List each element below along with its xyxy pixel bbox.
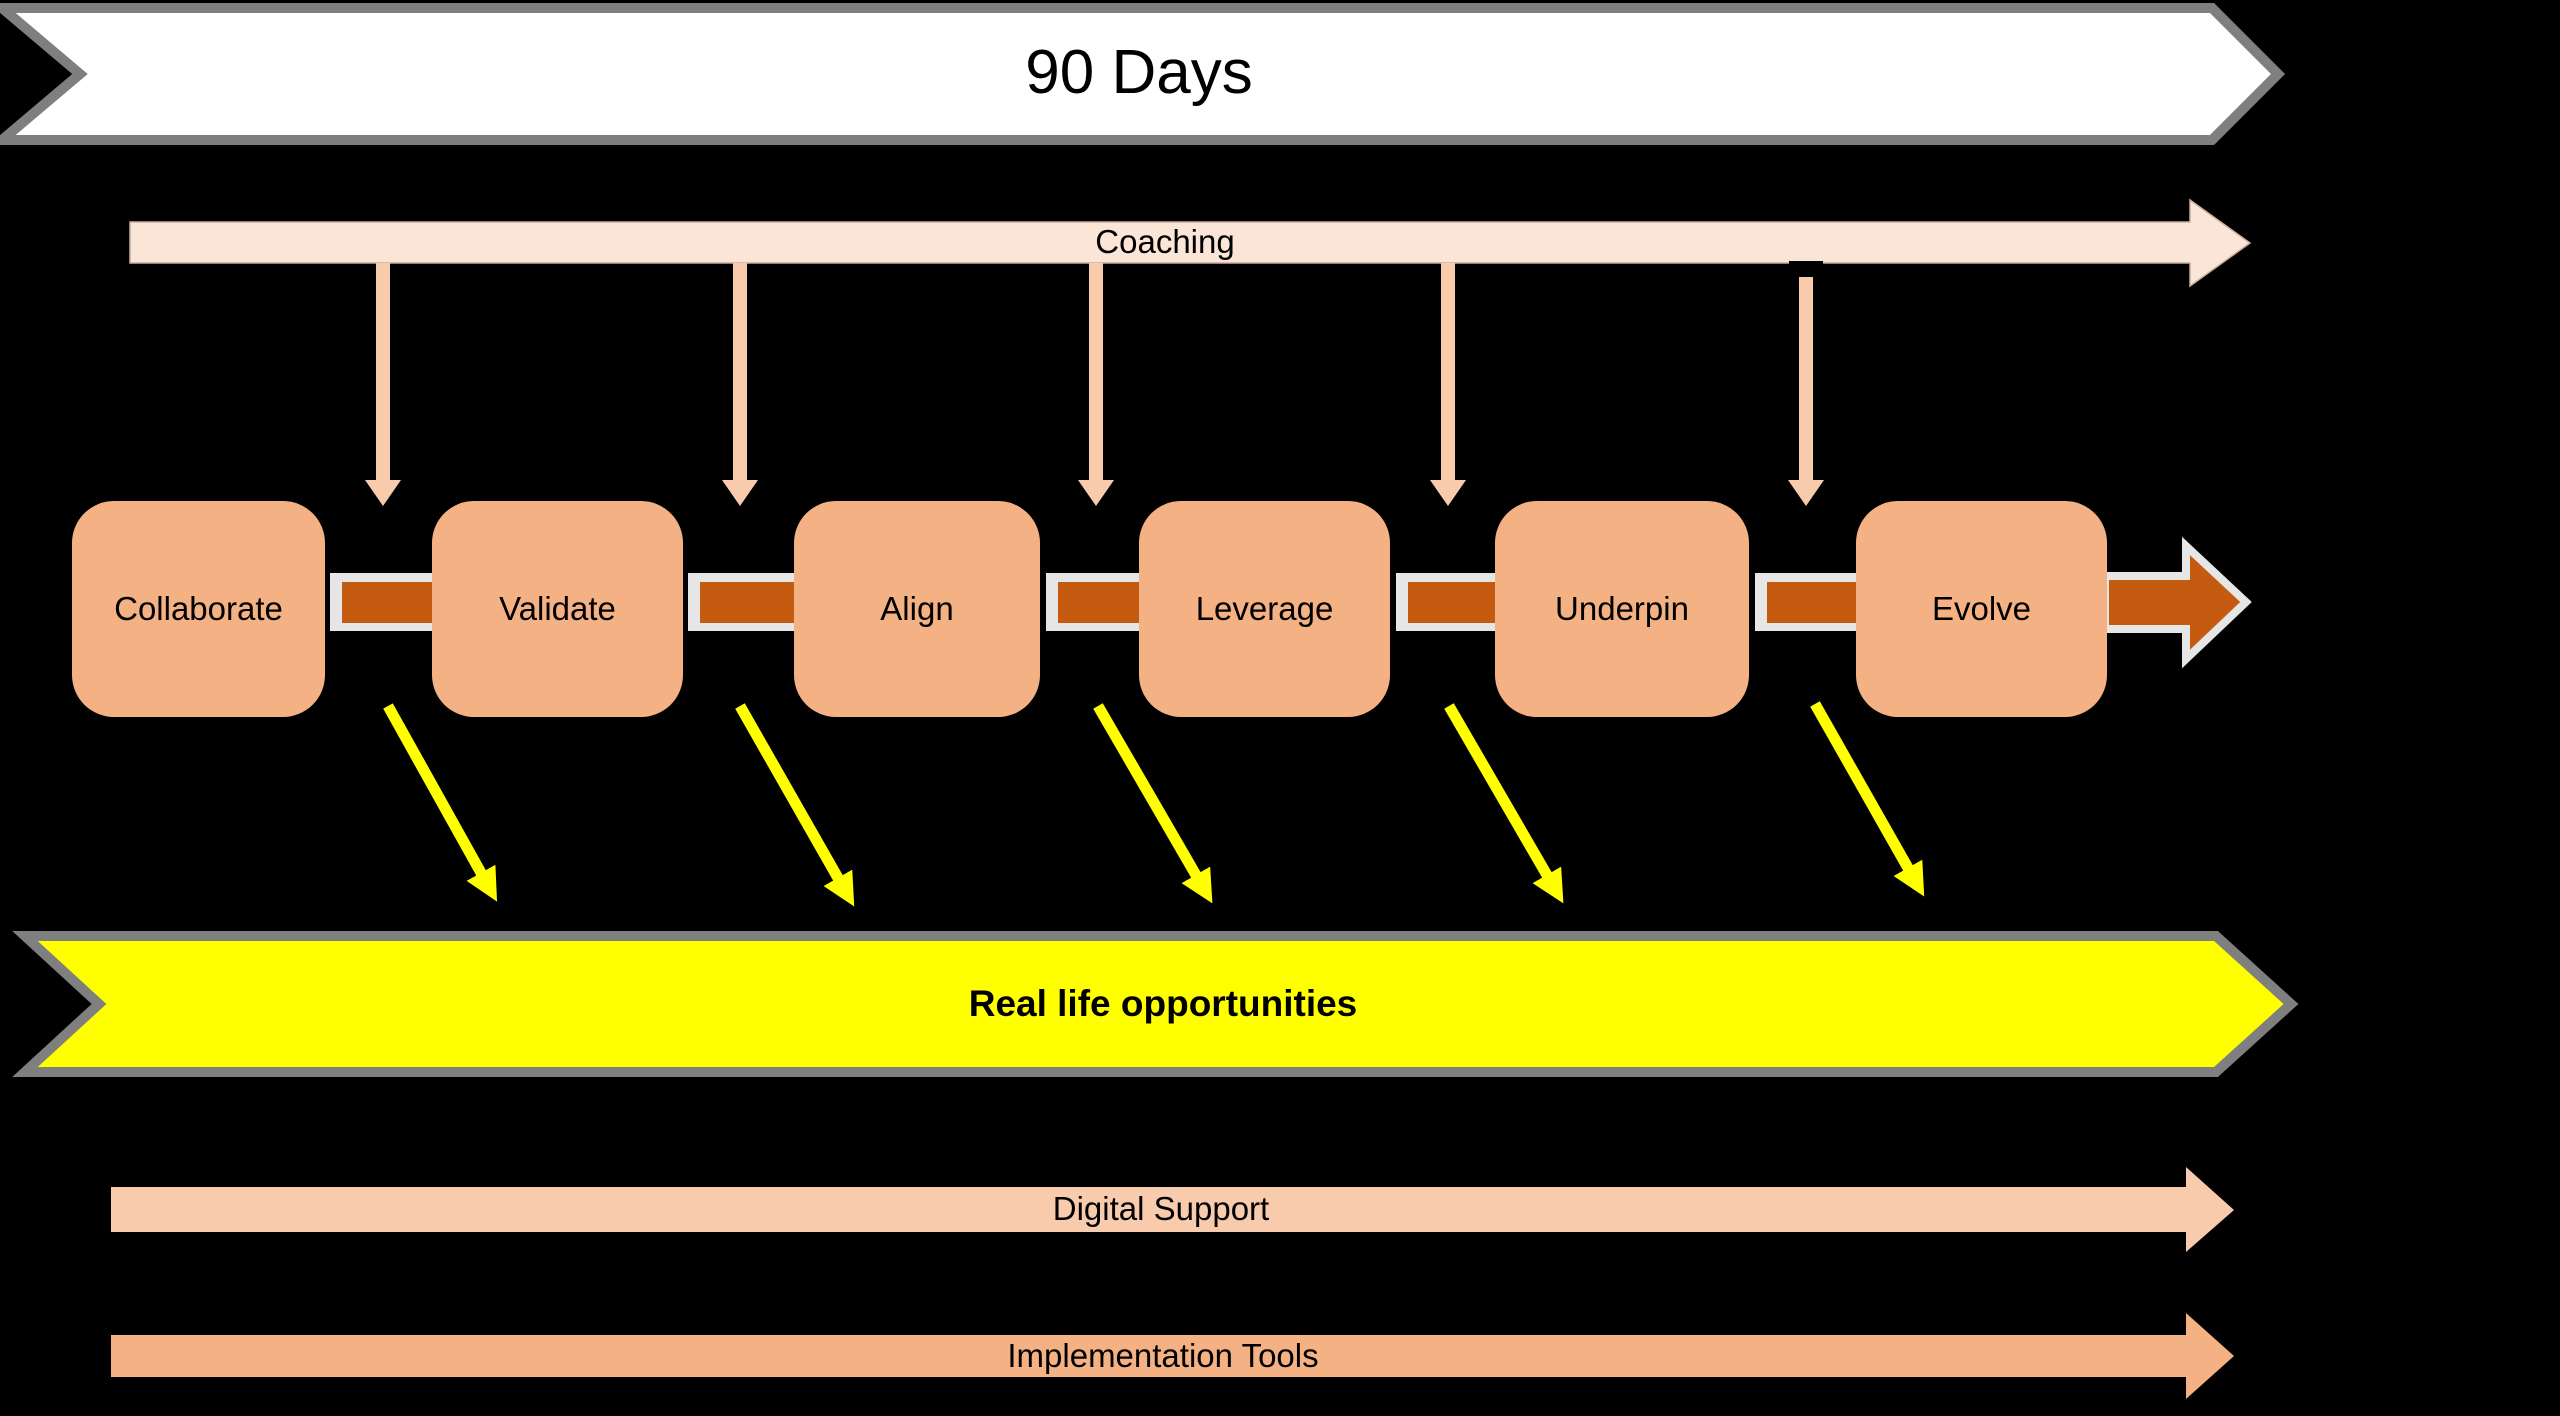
opportunity-arrow-5: [1810, 701, 1925, 897]
coaching-drop-arrow-4: [1430, 263, 1466, 506]
stage-connector-2: [688, 573, 796, 631]
opportunity-arrow-2: [735, 703, 855, 907]
final-arrow-shape: [2101, 536, 2252, 669]
stage-box-leverage: Leverage: [1139, 501, 1390, 717]
coaching-drop-arrow-3: [1078, 263, 1114, 506]
stage-label: Underpin: [1555, 590, 1689, 627]
stage-connector-3: [1046, 573, 1141, 631]
stage-label: Leverage: [1195, 590, 1334, 627]
stage-connector-1: [330, 573, 434, 631]
stage-label: Collaborate: [114, 590, 283, 627]
stage-box-align: Align: [794, 501, 1040, 717]
stage-box-collaborate: Collaborate: [72, 501, 325, 717]
connector-bar: [1058, 582, 1141, 623]
stage-connector-5: [1755, 573, 1858, 631]
connector-bar: [700, 582, 796, 623]
stage-connector-4: [1396, 573, 1497, 631]
coaching-drop-arrow-5: [1788, 277, 1824, 506]
drop-arrow-5-cap: [1789, 261, 1823, 278]
stage-label: Evolve: [1931, 590, 2032, 627]
opportunity-arrow-4: [1444, 703, 1564, 904]
connector-bar: [1408, 582, 1497, 623]
opportunity-arrow-3: [1093, 703, 1213, 904]
connector-bar: [1767, 582, 1858, 623]
coaching-arrow-shape: [129, 198, 2252, 288]
opportunity-arrow-1: [383, 703, 498, 902]
stage-label: Validate: [499, 590, 616, 627]
ninety-days-banner-shape: [0, 3, 2286, 145]
stage-box-evolve: Evolve: [1856, 501, 2107, 717]
digital-support-arrow-shape: [111, 1167, 2234, 1252]
coaching-drop-arrow-2: [722, 263, 758, 506]
opportunities-banner-shape: [12, 931, 2299, 1077]
stage-label: Align: [880, 590, 954, 627]
coaching-drop-arrow-1: [365, 263, 401, 506]
implementation-tools-arrow-shape: [111, 1313, 2234, 1399]
stage-box-underpin: Underpin: [1495, 501, 1749, 717]
connector-bar: [342, 582, 434, 623]
stage-box-validate: Validate: [432, 501, 683, 717]
